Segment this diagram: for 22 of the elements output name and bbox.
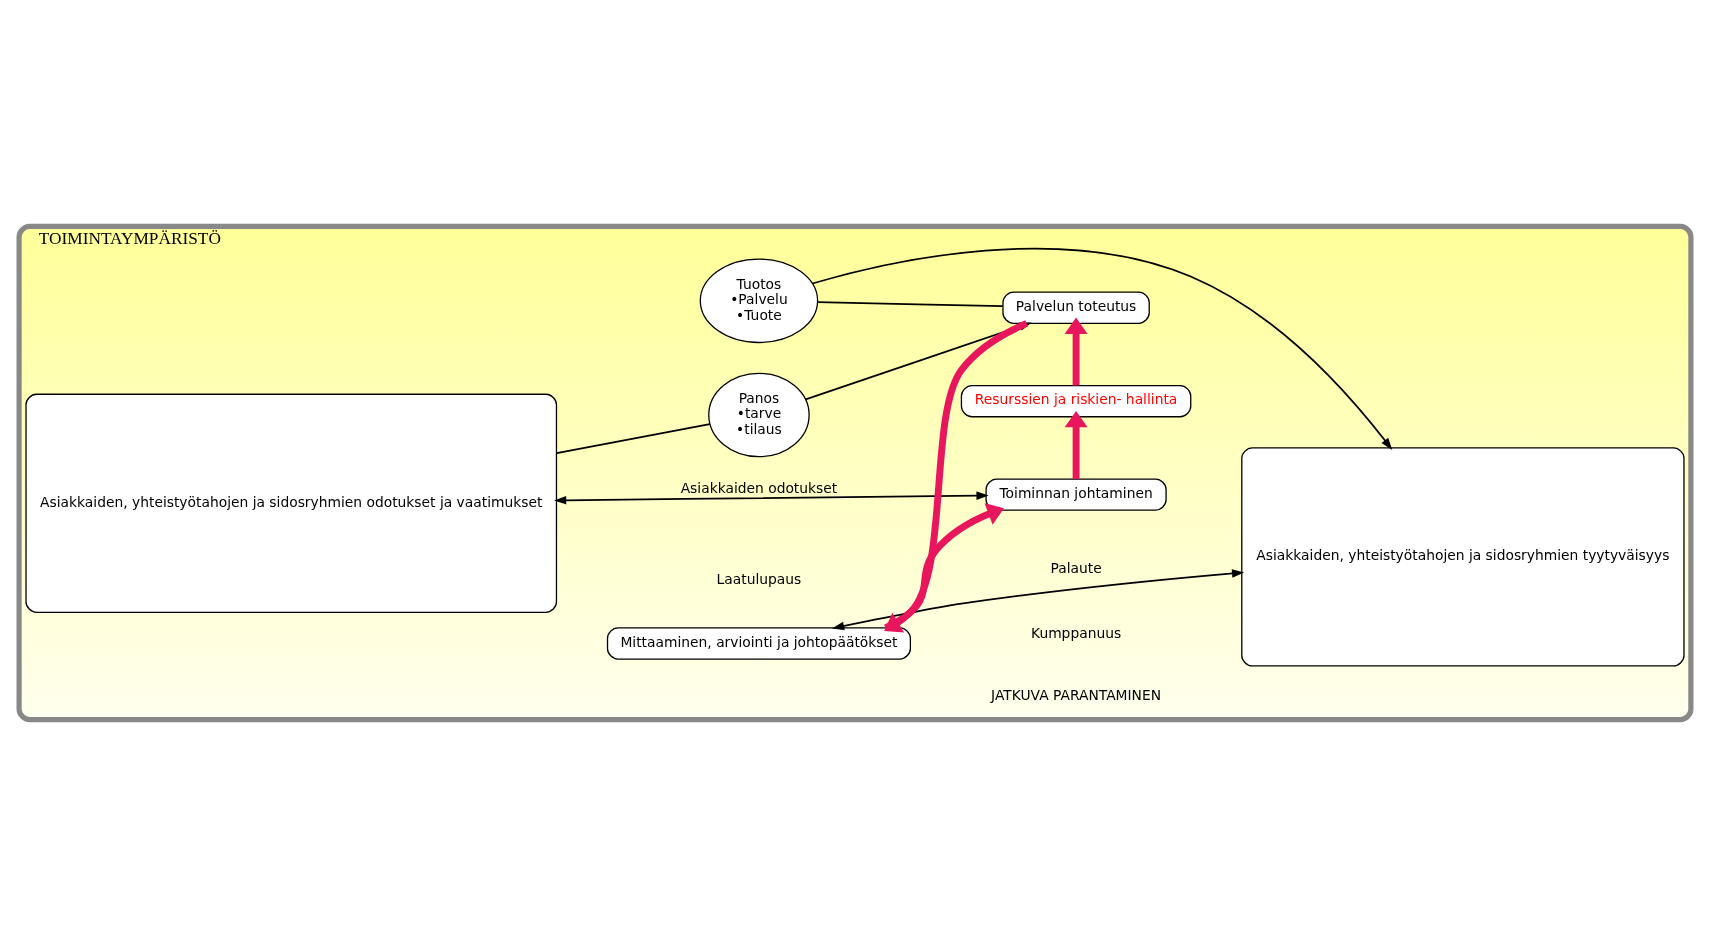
arrow xyxy=(884,319,1029,632)
node-box: Mittaaminen, arviointi ja johtopäätökset xyxy=(606,626,912,660)
label: Laatulupaus xyxy=(716,570,802,587)
node-box: Resurssien ja riskien- hallinta xyxy=(960,384,1192,417)
connector xyxy=(816,300,1004,307)
label: JATKUVA PARANTAMINEN xyxy=(991,686,1162,703)
label: Kumppanuus xyxy=(1031,624,1122,641)
node-box: Asiakkaiden, yhteistyötahojen ja sidosryhmien odotukset ja vaatimukset xyxy=(25,393,558,613)
node-box: Palvelun toteutus xyxy=(1002,291,1150,324)
arrow xyxy=(811,247,1393,450)
arrow xyxy=(1064,317,1088,385)
arrow xyxy=(832,568,1245,630)
arrow xyxy=(554,491,989,504)
edge-label: Asiakkaiden odotukset xyxy=(680,479,838,496)
connector xyxy=(555,422,711,454)
arrow xyxy=(1064,410,1088,479)
node-ellipse: Tuotos •Palvelu •Tuote xyxy=(699,257,819,343)
node-ellipse: Panos •tarve •tilaus xyxy=(708,372,810,457)
node-box: Asiakkaiden, yhteistyötahojen ja sidosryhmien tyytyväisyys xyxy=(1241,446,1685,667)
arrow xyxy=(884,502,1004,631)
edge-label: Palaute xyxy=(1050,559,1102,576)
node-box: Toiminnan johtaminen xyxy=(985,477,1167,511)
